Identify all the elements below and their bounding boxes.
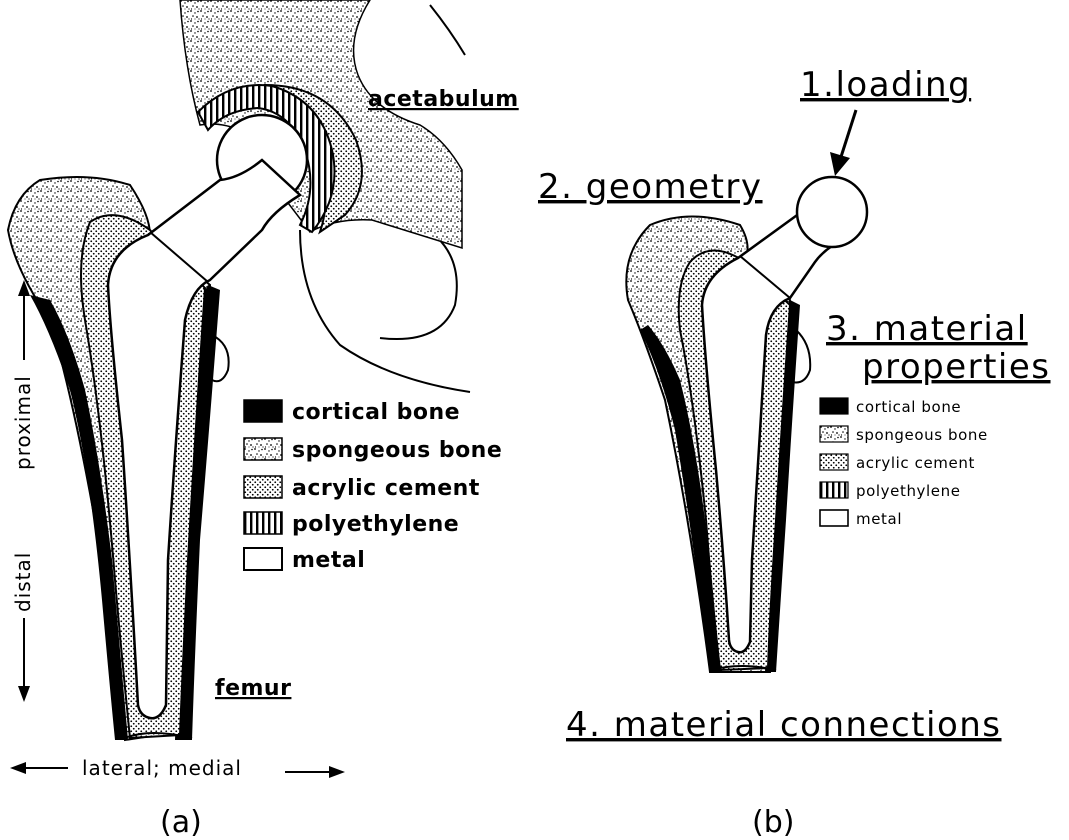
legend-a-item-cement: acrylic cement (244, 476, 480, 501)
svg-text:cortical bone: cortical bone (856, 398, 961, 416)
legend-a-item-spongeous: spongeous bone (244, 438, 502, 463)
heading-geometry: 2. geometry (538, 167, 763, 207)
proximal-distal-axis: proximal distal (11, 280, 35, 702)
svg-text:proximal: proximal (11, 375, 35, 470)
svg-text:polyethylene: polyethylene (856, 482, 961, 500)
label-femur: femur (215, 676, 291, 701)
label-acetabulum: acetabulum (368, 87, 519, 112)
legend-a-item-metal: metal (244, 548, 365, 573)
legend-a-item-poly: polyethylene (244, 512, 459, 537)
legend-b: cortical bone spongeous bone acrylic cem… (820, 398, 988, 528)
legend-b-item-cortical: cortical bone (820, 398, 961, 416)
svg-text:spongeous bone: spongeous bone (856, 426, 988, 444)
caption-a: (a) (160, 805, 202, 840)
legend-a-item-cortical: cortical bone (244, 400, 460, 425)
caption-b: (b) (752, 805, 794, 840)
panel-a: acetabulum femur proximal distal lateral… (8, 0, 519, 840)
panel-b: 1.loading 2. geometry 3. material proper… (538, 65, 1051, 840)
legend-b-item-cement: acrylic cement (820, 454, 975, 472)
svg-text:cortical bone: cortical bone (292, 400, 460, 425)
svg-text:distal: distal (11, 552, 35, 612)
heading-material-line1: 3. material (826, 309, 1028, 349)
loading-arrow-icon (830, 110, 856, 176)
pelvis-outline (430, 5, 465, 55)
svg-text:spongeous bone: spongeous bone (292, 438, 502, 463)
svg-text:lateral; medial: lateral; medial (82, 756, 242, 780)
legend-a: cortical bone spongeous bone acrylic cem… (244, 400, 502, 573)
svg-text:polyethylene: polyethylene (292, 512, 459, 537)
legend-b-item-metal: metal (820, 510, 902, 528)
heading-connections: 4. material connections (566, 705, 1002, 745)
svg-text:acrylic cement: acrylic cement (292, 476, 480, 501)
svg-text:metal: metal (292, 548, 365, 573)
heading-loading: 1.loading (800, 65, 971, 105)
legend-b-item-spongeous: spongeous bone (820, 426, 988, 444)
lateral-medial-axis: lateral; medial (10, 756, 345, 780)
ischium-outline (300, 230, 470, 392)
femoral-head-b (797, 177, 867, 247)
svg-text:acrylic cement: acrylic cement (856, 454, 975, 472)
svg-text:metal: metal (856, 510, 902, 528)
heading-material-line2: properties (862, 347, 1051, 387)
legend-b-item-poly: polyethylene (820, 482, 961, 500)
